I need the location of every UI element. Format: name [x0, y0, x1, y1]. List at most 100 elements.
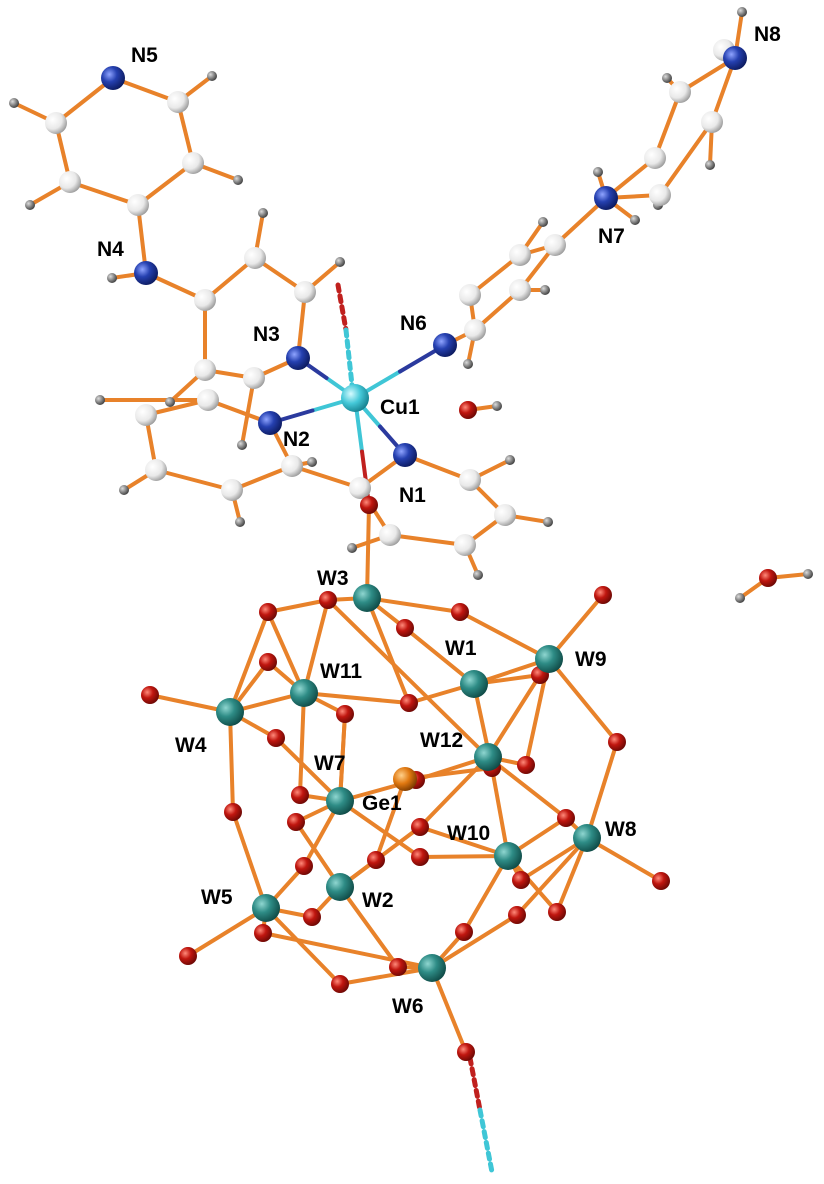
label-w10: W10: [447, 822, 490, 845]
nitrogen-atom-n6: [433, 333, 457, 357]
oxygen-atom-o19: [411, 818, 429, 836]
hydrogen-atom-h8b: [662, 73, 672, 83]
oxygen-atom-o2: [259, 603, 277, 621]
oxygen-atom-o23: [367, 851, 385, 869]
oxygen-atom-o5: [594, 586, 612, 604]
hydrogen-atom-h2a: [95, 395, 105, 405]
tungsten-atom-w12: [474, 743, 502, 771]
carbon-atom-c6b: [459, 284, 481, 306]
carbon-atom-c7c: [669, 81, 691, 103]
carbon-atom-c3d: [194, 359, 216, 381]
oxygen-atom-o17: [291, 786, 309, 804]
hydrogen-atom-h5b: [9, 98, 19, 108]
carbon-atom-c1c: [454, 534, 476, 556]
label-cu1: Cu1: [380, 396, 420, 419]
bond-W12-O20: [486, 755, 568, 820]
oxygen-atom-o25: [512, 871, 530, 889]
oxygen-atom-o1: [319, 591, 337, 609]
bond-W6-O27: [261, 931, 434, 970]
bond-W4-O16: [228, 710, 235, 814]
hydrogen-atom-h6b: [540, 285, 550, 295]
labels-layer: N5 N8 N4 N7 N3 N6 Cu1 N2 N1 W3 W1 W9 W11…: [97, 23, 781, 1018]
bond-O19-W10: [418, 825, 510, 858]
bond-W8-O21: [585, 836, 663, 883]
bond-Ge1-O23: [374, 777, 407, 862]
label-w2: W2: [362, 889, 394, 912]
bond-C7a-C7c: [653, 90, 682, 160]
tungsten-atom-w5: [252, 894, 280, 922]
hydrogen-atom-hw2a: [735, 593, 745, 603]
bond-C2e-C1e: [290, 464, 362, 490]
bond-W10-O22: [418, 854, 510, 859]
carbon-atom-c6a: [464, 319, 486, 341]
hydrogen-atom-h5a: [207, 71, 217, 81]
label-ge1: Ge1: [362, 792, 402, 815]
hydrogen-atom-h3c: [237, 440, 247, 450]
bond-C5d-C4i: [68, 180, 140, 207]
bond-O11-W8: [585, 740, 619, 840]
contact-top-cyan-dash: [343, 327, 355, 388]
bond-C2c-C2d: [154, 468, 234, 492]
nitrogen-atom-n8: [723, 46, 747, 70]
label-w3: W3: [317, 567, 349, 590]
oxygen-atom-o31: [548, 903, 566, 921]
nitrogen-atom-n2: [258, 411, 282, 435]
oxygen-atom-o4: [396, 619, 414, 637]
bond-W9-O11: [547, 657, 619, 744]
oxygen-atom-o22: [411, 848, 429, 866]
carbon-atom-c7d: [701, 111, 723, 133]
hydrogen-atom-h1c: [473, 570, 483, 580]
label-w8: W8: [605, 818, 637, 841]
carbon-atom-c1d: [379, 524, 401, 546]
tungsten-atom-w6: [418, 954, 446, 982]
bond-W10-O14: [490, 766, 510, 858]
label-w6: W6: [392, 995, 424, 1018]
hydrogen-atom-h6a: [538, 217, 548, 227]
tungsten-atom-w7: [326, 787, 354, 815]
germanium-atom-ge1: [393, 767, 417, 791]
oxygen-atom-o7: [141, 686, 159, 704]
label-n1: N1: [399, 484, 426, 507]
bond-W12-O19: [418, 755, 490, 829]
bond-C1c-C1d: [388, 533, 467, 547]
tungsten-atom-w11: [290, 679, 318, 707]
carbon-atom-c1b: [494, 504, 516, 526]
label-w11: W11: [320, 660, 362, 683]
bond-O12-W7: [274, 736, 342, 803]
tungsten-atom-w10: [494, 842, 522, 870]
oxygen-atom-o34: [457, 1043, 475, 1061]
oxygen-atom-o8: [259, 653, 277, 671]
hydrogen-atom-h1a: [505, 455, 515, 465]
bond-W7-O22: [338, 799, 422, 859]
tungsten-atom-w8: [573, 824, 601, 852]
hydrogen-atom-h2d: [307, 457, 317, 467]
hydrogen-atom-h8a: [737, 7, 747, 17]
bond-C7b-C7d: [658, 120, 714, 197]
hydrogen-atom-h3d: [165, 397, 175, 407]
oxygen-atom-o20: [557, 809, 575, 827]
carbon-atom-c5c: [182, 152, 204, 174]
bond-N5-C5b: [54, 76, 115, 125]
bond-C3c-H3c: [240, 376, 256, 447]
hydrogen-atom-h3b: [335, 257, 345, 267]
bond-W6-O34: [430, 966, 468, 1054]
carbon-atom-c2c: [145, 459, 167, 481]
oxygen-atom-o16: [224, 803, 242, 821]
nitrogen-atom-n5: [101, 66, 125, 90]
oxygen-atom-o21: [652, 872, 670, 890]
bond-W3-O3: [365, 596, 462, 614]
oxygen-atom-o18: [287, 813, 305, 831]
oxygen-atom-o3: [451, 603, 469, 621]
hydrogen-atom-hw1a: [492, 401, 502, 411]
hydrogen-atom-h8c: [705, 160, 715, 170]
bond-O6-W12: [486, 673, 542, 759]
oxygen-atom-o26: [179, 947, 197, 965]
oxygen-atom-o30: [508, 906, 526, 924]
oxygen-atom-ow2: [759, 569, 777, 587]
carbon-atom-c5b: [45, 112, 67, 134]
label-w5: W5: [201, 886, 233, 909]
nitrogen-atom-n4: [134, 261, 158, 285]
carbon-atom-c5a: [167, 91, 189, 113]
